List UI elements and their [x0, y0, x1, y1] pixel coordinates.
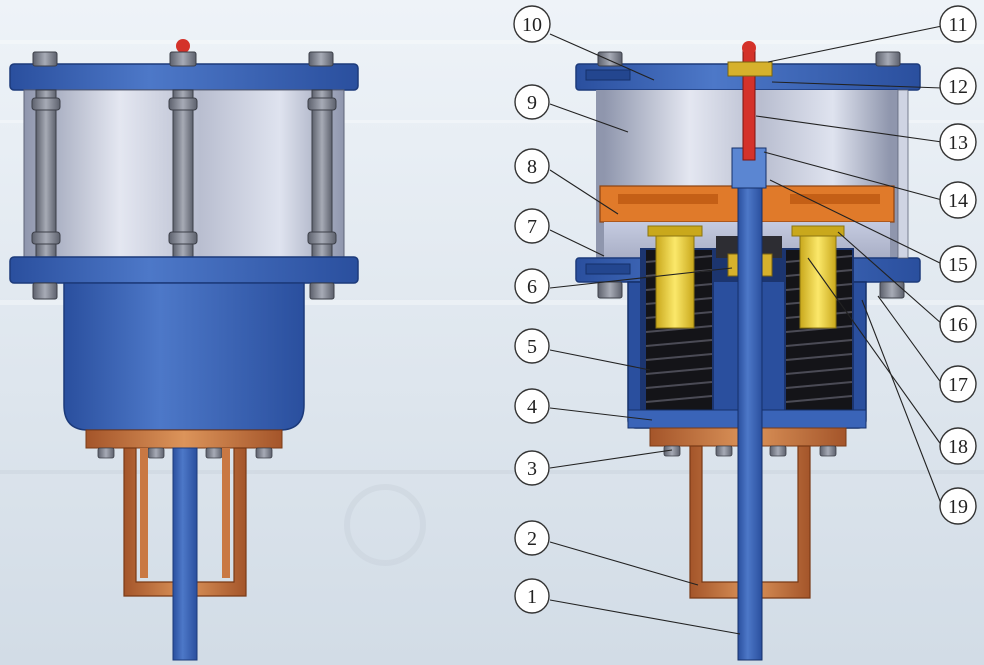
- ext-tie-rods: [31, 89, 337, 258]
- sec-top-cover-bolt-left: [585, 69, 631, 81]
- ext-yoke: [123, 447, 247, 597]
- callout-12-label: 12: [948, 76, 968, 98]
- callout-15-label: 15: [948, 254, 968, 276]
- callout-11-label: 11: [948, 14, 967, 36]
- callout-4: 4: [514, 388, 550, 424]
- callout-5-label: 5: [527, 336, 537, 358]
- ext-spring-housing: [63, 282, 305, 431]
- external-view: [9, 39, 359, 661]
- sec-liner-edge: [897, 89, 909, 259]
- callout-15: 15: [939, 245, 977, 283]
- leader-lines: [549, 25, 943, 635]
- callout-13: 13: [939, 123, 977, 161]
- callout-3: 3: [514, 450, 550, 486]
- callout-9-label: 9: [527, 92, 537, 114]
- callout-16-label: 16: [948, 314, 968, 336]
- callout-8-label: 8: [527, 156, 537, 178]
- callout-1-label: 1: [527, 586, 537, 608]
- callout-9: 9: [514, 84, 550, 120]
- callout-16: 16: [939, 305, 977, 343]
- callout-7: 7: [514, 208, 550, 244]
- ext-top-nuts: [32, 51, 334, 67]
- sec-top-nuts: [597, 51, 901, 67]
- sec-piston-groove-right: [790, 194, 880, 204]
- ext-top-cover: [9, 63, 359, 91]
- callout-4-label: 4: [527, 396, 537, 418]
- ext-middle-flange: [9, 256, 359, 284]
- ext-mounting-flange: [85, 429, 283, 449]
- section-view: [575, 41, 921, 661]
- ext-output-stem: [172, 447, 198, 661]
- sec-flange-bolts: [663, 445, 837, 457]
- sec-spring-guides: [647, 225, 845, 329]
- sec-cylinder-wall-left: [596, 90, 604, 258]
- callout-18: 18: [939, 427, 977, 465]
- background-stripes: [0, 40, 984, 566]
- callout-6-label: 6: [527, 276, 537, 298]
- callout-3-label: 3: [527, 458, 537, 480]
- sec-indicator-tip: [742, 41, 756, 55]
- callout-19: 19: [939, 487, 977, 525]
- callout-14: 14: [939, 181, 977, 219]
- callout-10: 10: [513, 5, 551, 43]
- sec-stem: [737, 159, 763, 661]
- sec-top-seal: [727, 61, 773, 77]
- callout-5: 5: [514, 328, 550, 364]
- callout-2-label: 2: [527, 528, 537, 550]
- callout-1: 1: [514, 578, 550, 614]
- sec-cylinder-wall-right: [890, 90, 898, 258]
- callout-7-label: 7: [527, 216, 537, 238]
- ext-indicator-cap: [176, 39, 190, 53]
- callout-17: 17: [939, 365, 977, 403]
- sec-mid-nuts: [597, 281, 905, 299]
- callout-17-label: 17: [948, 374, 968, 396]
- ext-yoke-inner-left: [140, 448, 148, 578]
- sec-yoke: [689, 445, 811, 599]
- ext-yoke-inner-right: [222, 448, 230, 578]
- callout-2: 2: [514, 520, 550, 556]
- callout-19-label: 19: [948, 496, 968, 518]
- callout-10-label: 10: [522, 14, 542, 36]
- ext-flange-bolts: [97, 447, 273, 459]
- callout-11: 11: [939, 5, 977, 43]
- callout-6: 6: [514, 268, 550, 304]
- callout-13-label: 13: [948, 132, 968, 154]
- callout-8: 8: [514, 148, 550, 184]
- sec-piston-groove-left: [618, 194, 718, 204]
- sec-stem-nut: [731, 147, 767, 189]
- callout-14-label: 14: [948, 190, 968, 212]
- callout-12: 12: [939, 67, 977, 105]
- sec-middle-flange-bolt: [585, 263, 631, 275]
- callout-18-label: 18: [948, 436, 968, 458]
